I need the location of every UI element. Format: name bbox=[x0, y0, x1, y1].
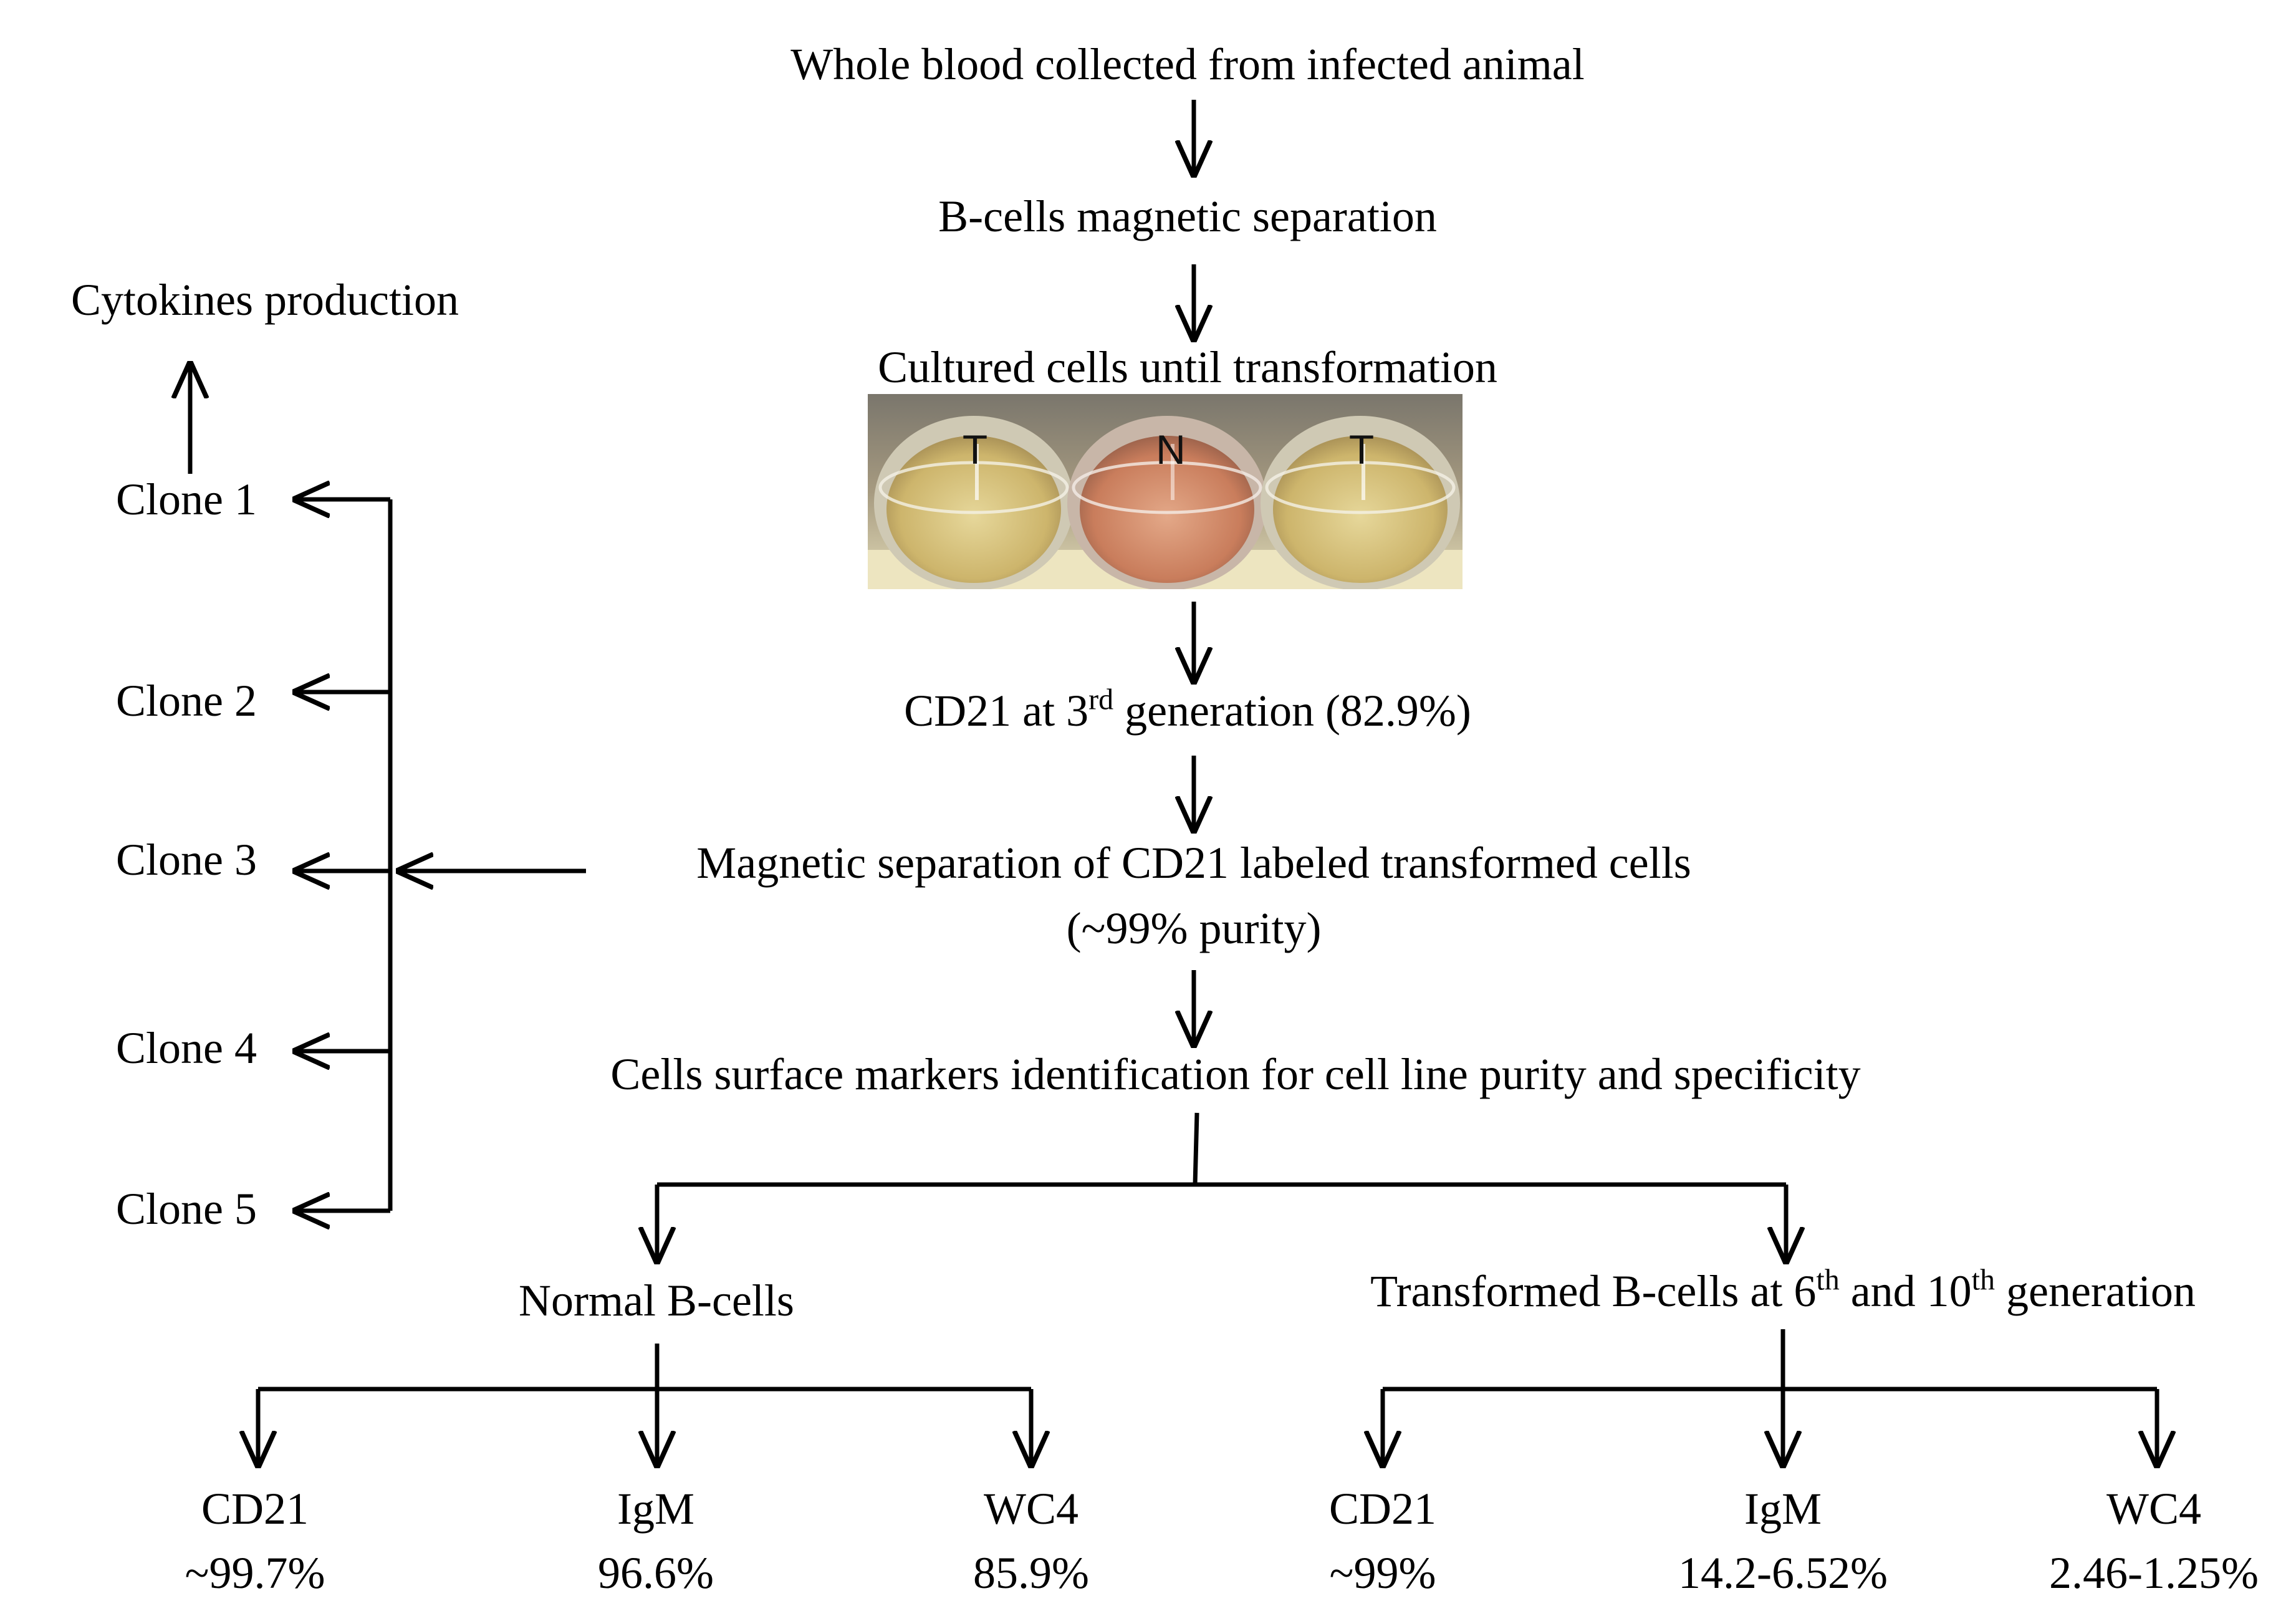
clone-3: Clone 3 bbox=[116, 835, 257, 885]
normal-marker-igm-value: 96.6% bbox=[598, 1548, 714, 1598]
transformed-marker-igm-value: 14.2-6.52% bbox=[1678, 1548, 1888, 1598]
well-label-1: T bbox=[963, 426, 987, 473]
normal-marker-igm-name: IgM bbox=[617, 1484, 694, 1534]
normal-marker-wc4-value: 85.9% bbox=[973, 1548, 1089, 1598]
normal-b-cells-title: Normal B-cells bbox=[519, 1276, 794, 1325]
step-whole-blood: Whole blood collected from infected anim… bbox=[790, 39, 1585, 89]
transformed-marker-wc4-value: 2.46-1.25% bbox=[2049, 1548, 2259, 1598]
transformed-marker-igm-name: IgM bbox=[1744, 1484, 1822, 1534]
well-label-2: N bbox=[1156, 426, 1186, 473]
normal-marker-cd21-value: ~99.7% bbox=[185, 1548, 325, 1598]
cytokines-production: Cytokines production bbox=[71, 275, 459, 325]
normal-marker-wc4-name: WC4 bbox=[984, 1484, 1078, 1534]
well-label-3: T bbox=[1349, 426, 1374, 473]
step-cd21-generation: CD21 at 3rd generation (82.9%) bbox=[904, 683, 1471, 736]
step-b-cell-separation: B-cells magnetic separation bbox=[938, 191, 1437, 241]
normal-marker-cd21-name: CD21 bbox=[201, 1484, 309, 1534]
transformed-marker-wc4-name: WC4 bbox=[2106, 1484, 2201, 1534]
clone-4: Clone 4 bbox=[116, 1023, 257, 1073]
step-surface-markers: Cells surface markers identification for… bbox=[610, 1049, 1861, 1099]
step-cultured: Cultured cells until transformation bbox=[878, 342, 1497, 392]
clone-2: Clone 2 bbox=[116, 676, 257, 726]
clone-5: Clone 5 bbox=[116, 1184, 257, 1234]
transformed-marker-cd21-value: ~99% bbox=[1329, 1548, 1436, 1598]
step-purity: (~99% purity) bbox=[1066, 903, 1322, 953]
transformed-marker-cd21-name: CD21 bbox=[1328, 1484, 1437, 1534]
split-stem bbox=[1193, 1112, 1199, 1185]
transformed-b-cells-title: Transformed B-cells at 6th and 10th gene… bbox=[1370, 1263, 2196, 1316]
culture-wells-photo: T N T bbox=[868, 394, 1463, 589]
clone-1: Clone 1 bbox=[116, 474, 257, 524]
step-magnetic-cd21: Magnetic separation of CD21 labeled tran… bbox=[696, 838, 1691, 888]
